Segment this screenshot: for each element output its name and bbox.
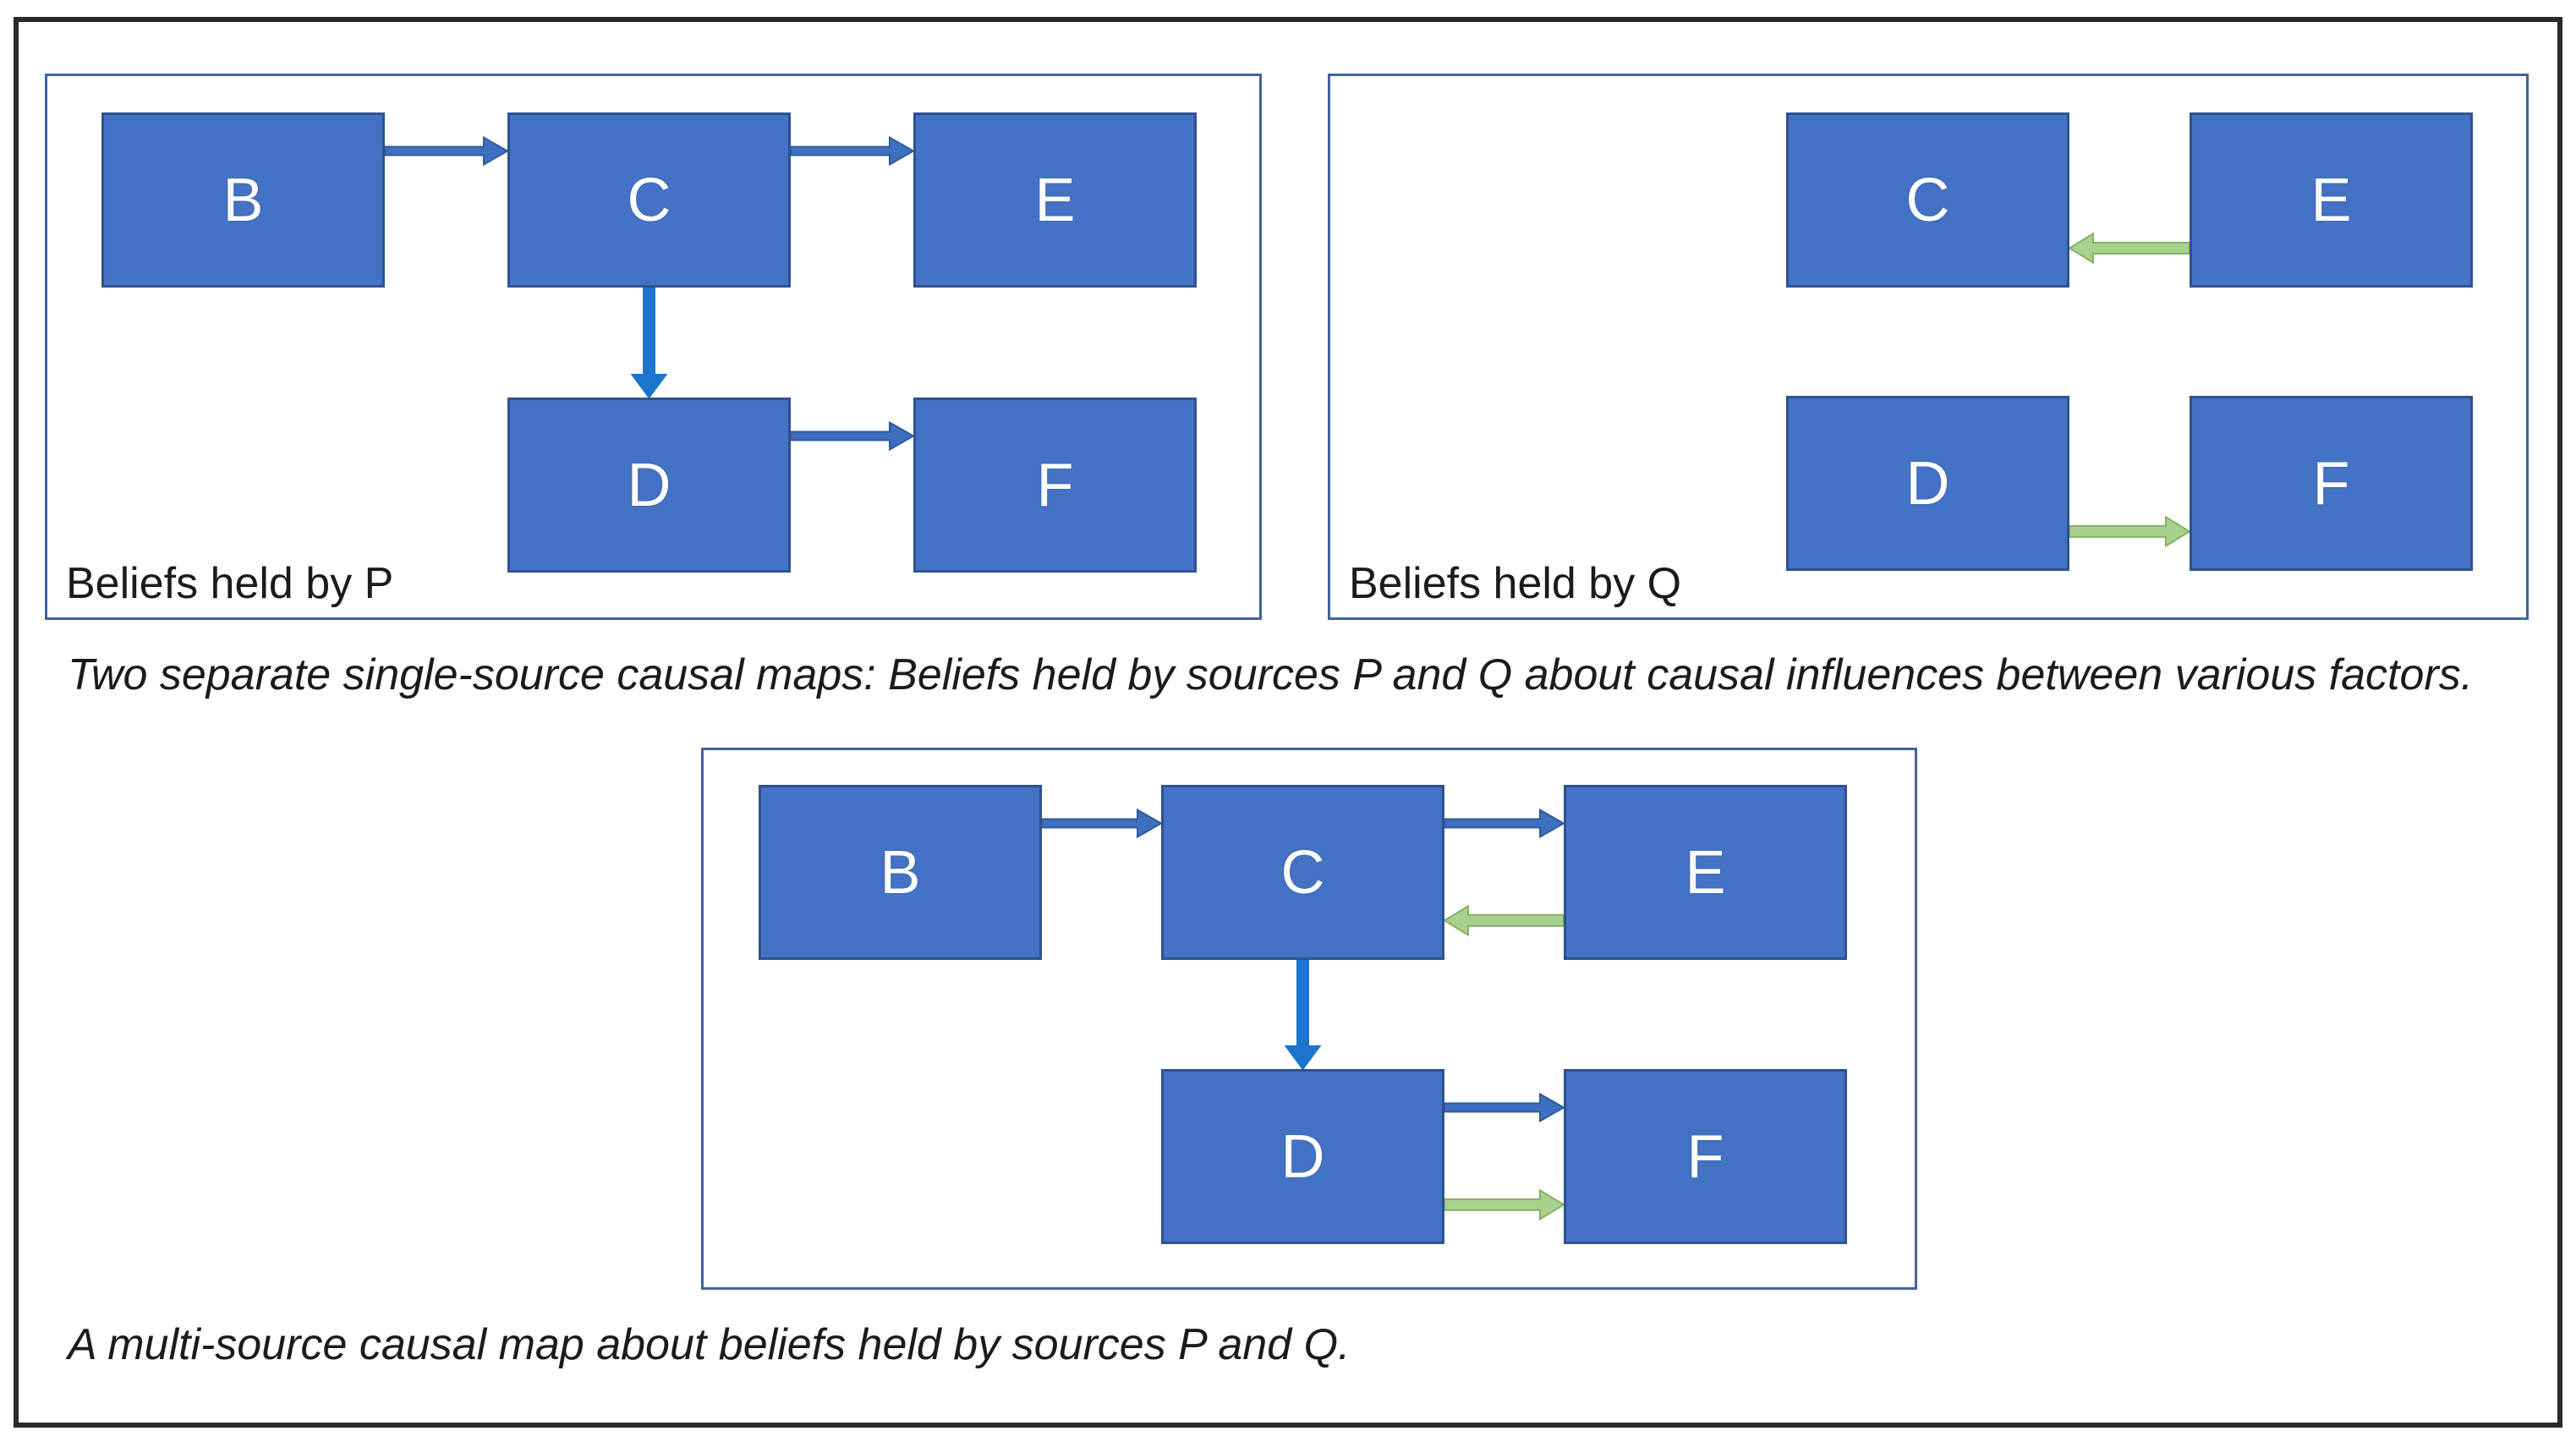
- node-box-f: F: [913, 398, 1197, 573]
- node-label: C: [1905, 166, 1950, 234]
- node-box-e: E: [2190, 112, 2473, 288]
- arrow-C-to-E-blue: [1444, 808, 1566, 839]
- arrow-B-to-C-blue: [384, 135, 510, 167]
- arrow-E-to-C-green: [2068, 232, 2190, 265]
- figure-outer-border: [14, 17, 2562, 1428]
- node-label: F: [1686, 1122, 1724, 1191]
- panel-q-label: Beliefs held by Q: [1349, 559, 1682, 608]
- caption-single-source: Two separate single-source causal maps: …: [68, 650, 2474, 699]
- arrow-D-to-F-green: [1444, 1188, 1565, 1221]
- arrow-C-to-D-blue_bright: [1284, 959, 1322, 1071]
- node-box-d: D: [1161, 1069, 1444, 1244]
- node-label: C: [627, 166, 671, 234]
- node-label: B: [222, 166, 264, 234]
- panel-beliefs-p: B C E D F Beliefs held by P: [45, 74, 1262, 620]
- arrow-D-to-F-blue: [790, 420, 916, 452]
- node-label: F: [1036, 451, 1074, 519]
- node-box-c: C: [1161, 785, 1444, 960]
- node-box-c: C: [507, 112, 791, 288]
- node-box-b: B: [101, 112, 385, 288]
- arrow-D-to-F-blue: [1444, 1092, 1566, 1123]
- node-box-b: B: [759, 785, 1042, 960]
- arrow-C-to-E-blue: [790, 135, 916, 167]
- caption-multi-source: A multi-source causal map about beliefs …: [68, 1320, 1351, 1369]
- node-label: D: [1905, 449, 1950, 518]
- arrow-B-to-C-blue: [1041, 808, 1164, 839]
- arrow-C-to-D-blue_bright: [630, 287, 668, 399]
- node-box-f: F: [2190, 396, 2473, 571]
- node-label: C: [1280, 838, 1325, 907]
- node-label: E: [1685, 838, 1726, 907]
- arrow-D-to-F-green: [2069, 515, 2191, 548]
- node-label: B: [880, 838, 921, 907]
- node-box-c: C: [1786, 112, 2069, 288]
- node-label: E: [1034, 166, 1076, 234]
- panel-p-label: Beliefs held by P: [66, 559, 394, 608]
- node-label: E: [2310, 166, 2352, 234]
- node-box-d: D: [507, 398, 791, 573]
- node-box-e: E: [913, 112, 1197, 288]
- node-box-e: E: [1564, 785, 1847, 960]
- node-label: D: [1280, 1122, 1325, 1191]
- node-label: F: [2312, 449, 2350, 518]
- node-box-d: D: [1786, 396, 2069, 571]
- panel-multi-source: B C E D F: [701, 748, 1917, 1290]
- panel-beliefs-q: C E D F Beliefs held by Q: [1328, 74, 2529, 620]
- node-label: D: [627, 451, 671, 519]
- node-box-f: F: [1564, 1069, 1847, 1244]
- arrow-E-to-C-green: [1443, 904, 1565, 937]
